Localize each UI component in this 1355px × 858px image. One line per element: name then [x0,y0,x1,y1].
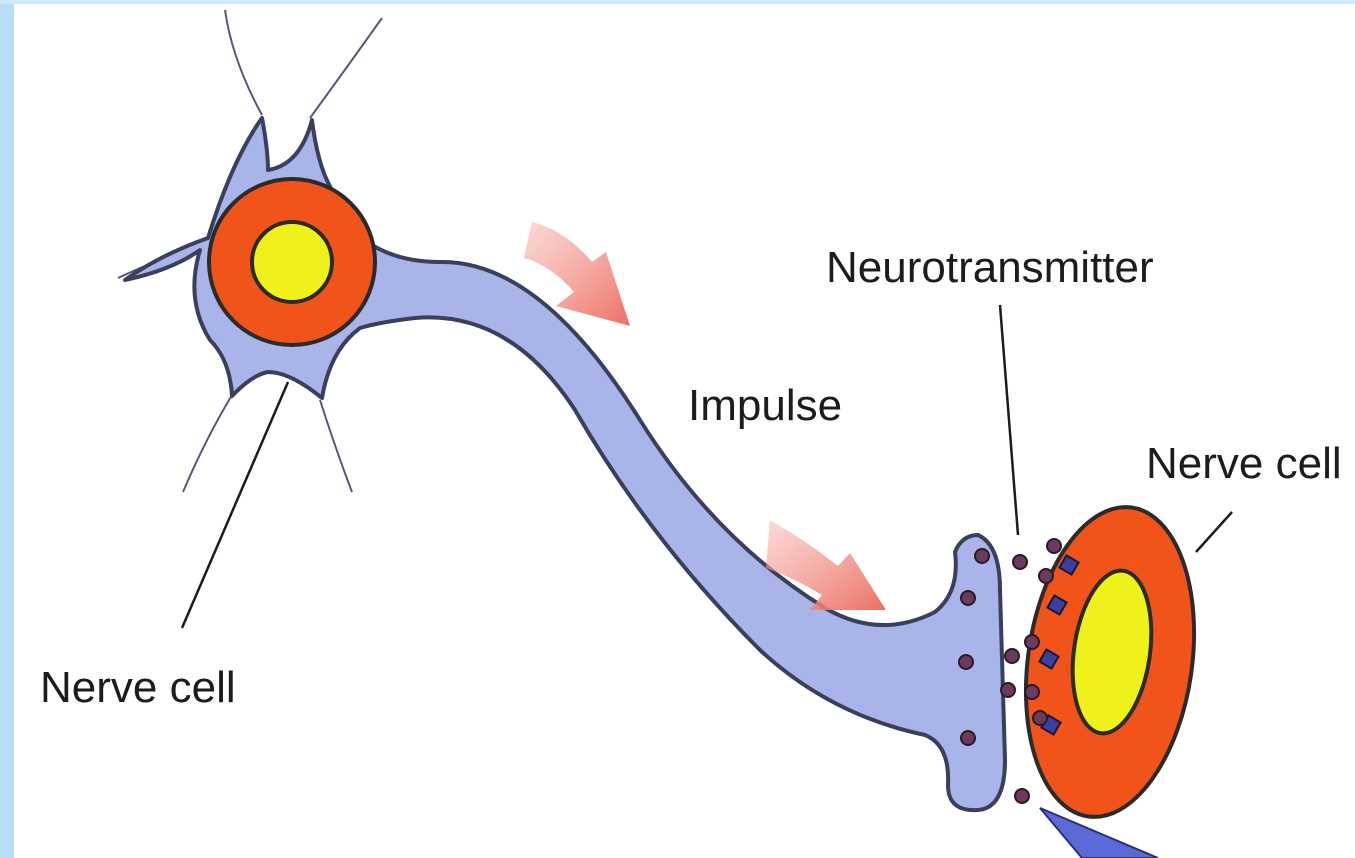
neurotransmitter-molecule [1039,569,1053,583]
label-impulse: Impulse [688,381,842,430]
label-nerve-cell-right: Nerve cell [1146,439,1342,488]
label-neurotransmitter: Neurotransmitter [826,243,1154,292]
neurotransmitter-molecule [1001,683,1015,697]
leader-line-neurotransmitter [1000,305,1018,535]
vesicle [961,591,975,605]
nucleus-left [252,222,332,302]
neurotransmitter-molecule [1013,555,1027,569]
neurotransmitter-molecule [1005,649,1019,663]
leader-line-nerve-cell-right [1196,512,1232,552]
neurotransmitter-molecule [1047,539,1061,553]
vesicle [975,549,989,563]
leader-line-nerve-cell-left [182,382,288,628]
neurotransmitter-molecule [1033,711,1047,725]
neurotransmitter-molecule [1025,635,1039,649]
neurotransmitter-molecule [1015,789,1029,803]
vesicle [961,731,975,745]
vesicle [959,655,973,669]
neurotransmitter-molecule [1025,685,1039,699]
label-nerve-cell-left: Nerve cell [40,663,236,712]
